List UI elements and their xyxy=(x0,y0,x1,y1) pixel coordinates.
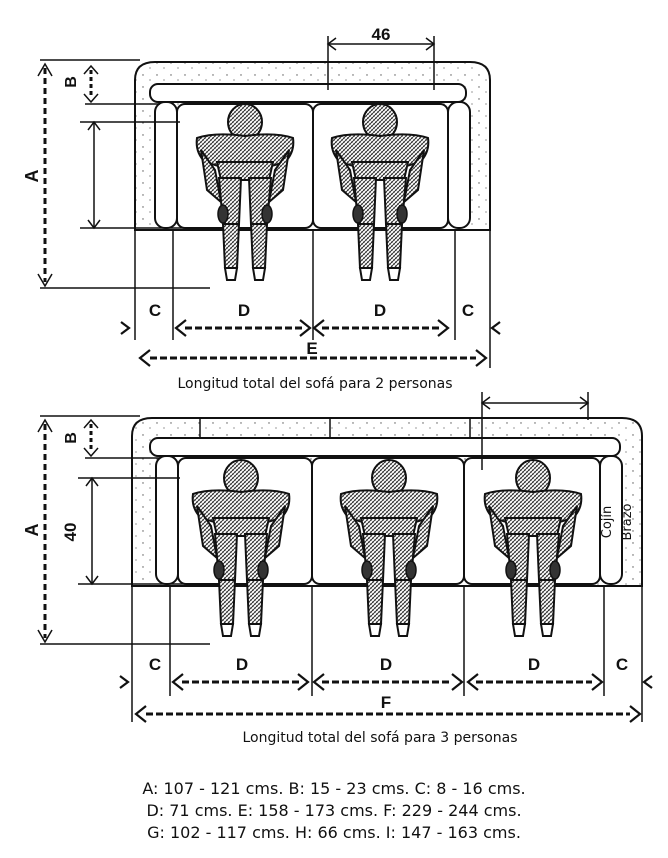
two-seat-sofa xyxy=(134,61,491,281)
dimension-b-label-bottom: B xyxy=(63,432,80,444)
dimension-c-right-label-bottom: C xyxy=(616,655,628,674)
dimension-a-label-bottom: A xyxy=(22,524,42,537)
back-rail xyxy=(149,83,467,103)
legend-line-3: G: 102 - 117 cms. H: 66 cms. I: 147 - 16… xyxy=(147,823,521,842)
dimension-e-label: E xyxy=(306,339,317,358)
dimension-c-left-label-bottom: C xyxy=(149,655,161,674)
width-46-label: 46 xyxy=(372,25,391,44)
legend-line-2: D: 71 cms. E: 158 - 173 cms. F: 229 - 24… xyxy=(146,801,522,820)
top-dimension-lines xyxy=(37,36,491,368)
dimension-c-left-label-top: C xyxy=(149,301,161,320)
dimension-c-right-label-top: C xyxy=(462,301,474,320)
dimension-d-right-label-top: D xyxy=(374,301,386,320)
dimensions-legend: A: 107 - 121 cms. B: 15 - 23 cms. C: 8 -… xyxy=(0,778,668,844)
dimension-a-label-top: A xyxy=(22,170,42,183)
dimension-b-label-top: B xyxy=(63,76,80,88)
right-armrest xyxy=(447,101,471,229)
left-armrest xyxy=(154,101,178,229)
bottom-dimension-lines xyxy=(37,392,643,722)
dimension-f-label: F xyxy=(381,693,391,712)
three-seat-sofa xyxy=(131,417,643,637)
top-dimension-arrows xyxy=(120,319,501,367)
dimension-d-right-label-bottom: D xyxy=(528,655,540,674)
dimension-d-middle-label-bottom: D xyxy=(380,655,392,674)
caption-two-persons: Longitud total del sofá para 2 personas xyxy=(177,376,452,392)
legend-line-1: A: 107 - 121 cms. B: 15 - 23 cms. C: 8 -… xyxy=(142,779,526,798)
dimension-d-left-label-top: D xyxy=(238,301,250,320)
seat-depth-40-label: 40 xyxy=(61,523,80,542)
back-rail xyxy=(149,437,621,457)
cushion-label: Cojín xyxy=(600,506,615,539)
caption-three-persons: Longitud total del sofá para 3 personas xyxy=(242,730,517,746)
left-armrest xyxy=(155,455,179,585)
bottom-dimension-arrows xyxy=(119,673,653,723)
armrest-label: Brazo xyxy=(620,503,635,540)
dimension-d-left-label-bottom: D xyxy=(236,655,248,674)
